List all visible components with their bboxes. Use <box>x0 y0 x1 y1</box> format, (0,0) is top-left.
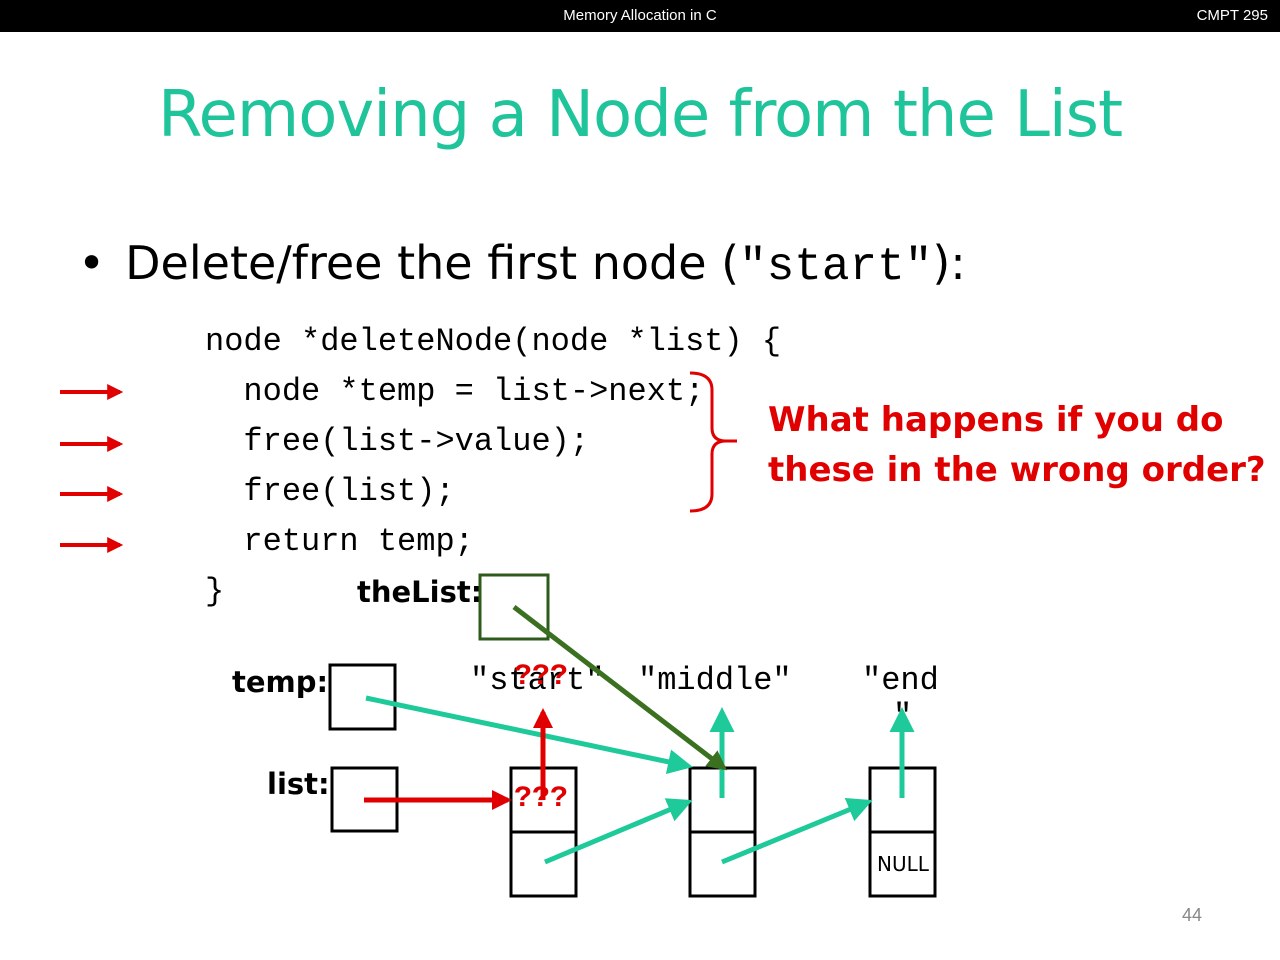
slide-title: Removing a Node from the List <box>157 78 1123 152</box>
step-arrows <box>60 384 124 553</box>
list-label: list: <box>267 767 330 801</box>
bullet-text-after: ): <box>932 236 966 290</box>
thelist-pointer-arrow <box>512 605 728 771</box>
temp-label: temp: <box>232 665 329 699</box>
null-text: NULL <box>877 852 929 876</box>
course-code: CMPT 295 <box>1196 7 1268 24</box>
node3-next-cell <box>868 830 937 898</box>
header-bar: Memory Allocation in C CMPT 295 <box>0 0 1280 32</box>
node1-next-arrow <box>544 798 693 865</box>
red-brace <box>689 371 737 513</box>
node1-next-cell <box>509 830 578 898</box>
temp-pointer-arrow <box>365 695 693 775</box>
node2-next-arrow <box>721 798 873 865</box>
bullet-code: "start" <box>739 241 933 293</box>
code-line-1: node *deleteNode(node *list) { <box>205 323 782 360</box>
callout-text: What happens if you do these in the wron… <box>768 400 1266 490</box>
code-line-4: free(list); <box>205 473 455 510</box>
code-line-2: node *temp = list->next; <box>205 373 705 410</box>
temp-box <box>328 663 397 731</box>
unknown-value-text: ??? <box>514 660 569 694</box>
bullet-text-before: Delete/free the first node ( <box>125 236 740 290</box>
bullet-dot: • <box>78 236 106 290</box>
code-line-5: return temp; <box>205 523 474 560</box>
thelist-label: theList: <box>357 575 483 609</box>
code-line-6: } <box>205 573 225 610</box>
bullet-point: • Delete/free the first node ("start"): <box>78 236 966 293</box>
string-start: "start" <box>470 662 605 699</box>
page-number: 44 <box>1181 905 1202 925</box>
string-end: "end <box>862 662 939 699</box>
unknown-box-text: ??? <box>514 782 569 816</box>
course-topic: Memory Allocation in C <box>563 7 717 24</box>
string-middle: "middle" <box>638 662 792 699</box>
code-line-3: free(list->value); <box>205 423 590 460</box>
node2-next-cell <box>688 830 757 898</box>
